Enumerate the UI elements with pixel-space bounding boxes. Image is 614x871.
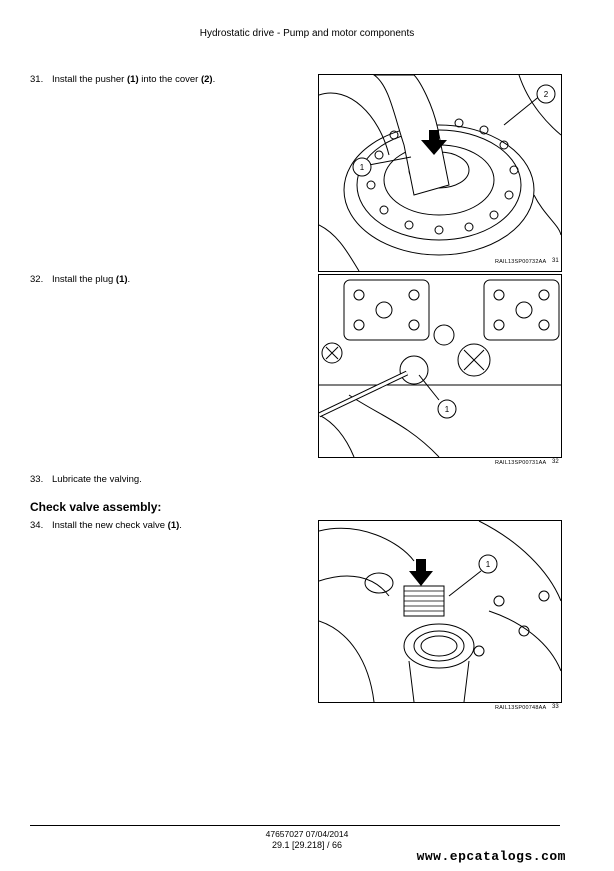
callout-1: 1	[486, 560, 491, 569]
ref-callout: (1)	[127, 74, 139, 85]
ref-callout: (1)	[115, 274, 128, 285]
step-31: 31. Install the pusher (1) into the cover…	[30, 74, 215, 85]
figure-33-illustration: 1	[319, 521, 561, 702]
step-text: .	[179, 520, 182, 531]
ref-callout: (2)	[200, 74, 213, 85]
callout-2: 2	[544, 90, 549, 99]
step-number: 31.	[30, 74, 44, 85]
step-number: 34.	[30, 520, 44, 531]
figure-32-illustration: 1	[319, 279, 561, 457]
callout-1: 1	[360, 163, 365, 172]
step-34: 34. Install the new check valve (1).	[30, 520, 182, 531]
figure-32: 1	[318, 274, 562, 458]
step-32: 32. Install the plug (1).	[30, 274, 130, 285]
figure-31: 1 2	[318, 74, 562, 272]
footer-page-number: 29.1 [29.218] / 66	[271, 840, 343, 850]
page-header: Hydrostatic drive - Pump and motor compo…	[199, 28, 415, 39]
step-number: 32.	[30, 274, 44, 285]
footer-divider	[30, 825, 560, 826]
step-number: 33.	[30, 474, 44, 485]
figure-33: 1	[318, 520, 562, 703]
step-text: Lubricate the valving.	[52, 474, 142, 485]
figure-number: 32	[552, 459, 559, 465]
step-text: .	[127, 274, 131, 285]
footer-doc-id: 47657027 07/04/2014	[265, 829, 349, 839]
figure-number: 33	[552, 704, 559, 710]
step-text: into the cover	[138, 74, 201, 85]
ref-callout: (1)	[167, 520, 180, 531]
figure-code: RAIL13SP00732AA	[495, 259, 547, 265]
watermark: www.epcatalogs.com	[416, 849, 566, 864]
step-33: 33. Lubricate the valving.	[30, 474, 142, 485]
step-text: Install the new check valve	[52, 520, 168, 531]
step-text: .	[212, 74, 216, 85]
section-title: Check valve assembly:	[30, 500, 162, 514]
figure-number: 31	[552, 258, 559, 264]
callout-1: 1	[445, 405, 450, 414]
step-text: Install the pusher	[52, 74, 127, 85]
figure-code: RAIL13SP00748AA	[495, 705, 547, 711]
figure-code: RAIL13SP00731AA	[495, 460, 547, 466]
step-text: Install the plug	[52, 274, 116, 285]
figure-31-illustration: 1 2	[319, 75, 561, 271]
